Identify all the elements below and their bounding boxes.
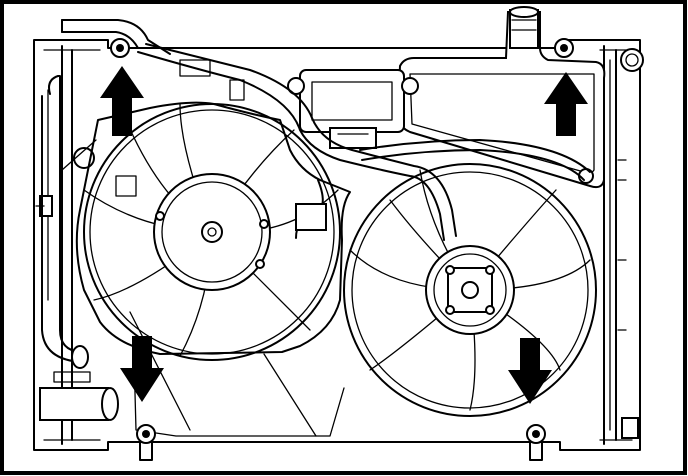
arrow-lower-right [508, 338, 552, 404]
coolant-hose-left [39, 75, 119, 421]
arrow-upper-right [544, 72, 588, 136]
radiator-frame [33, 39, 644, 451]
right-fan [343, 163, 597, 417]
fan-relay-block [287, 69, 419, 149]
mounting-bolts [110, 38, 574, 461]
left-fan [83, 103, 341, 361]
arrow-lower-left [120, 336, 164, 402]
bolt-lower-left [136, 424, 156, 461]
bolt-upper-left [110, 38, 130, 58]
bolt-upper-right [554, 38, 574, 58]
arrow-upper-left [100, 66, 144, 136]
upper-hose [61, 19, 171, 55]
bolt-lower-right [526, 424, 546, 461]
